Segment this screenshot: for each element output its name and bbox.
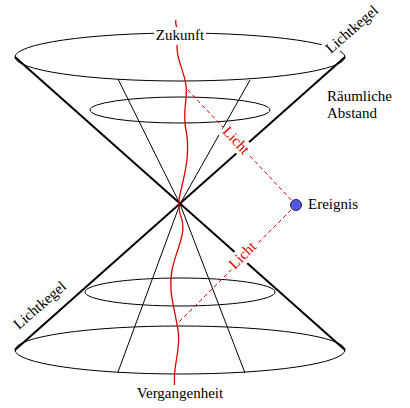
ray-label: Licht: [224, 237, 261, 274]
light-ray: [187, 89, 296, 205]
past-inner-ellipse: [85, 278, 275, 306]
region-label: Vergangenheit: [135, 385, 225, 402]
world-line: [171, 20, 188, 396]
cone-line: [118, 79, 180, 204]
light-ray: [178, 205, 296, 323]
region-label: Zukunft: [154, 27, 206, 44]
cone-label: Lichtkegel: [321, 1, 384, 59]
cone-line: [180, 204, 245, 373]
cone-label: Lichtkegel: [9, 277, 72, 335]
event-dot: [291, 200, 302, 211]
future-inner-ellipse: [90, 97, 270, 123]
region-label: Räumliche Abstand: [325, 88, 407, 123]
cone-edge: [15, 57, 345, 350]
past-ellipse: [15, 326, 345, 374]
event-label: Ereignis: [306, 196, 360, 213]
cone-edge: [15, 57, 345, 350]
